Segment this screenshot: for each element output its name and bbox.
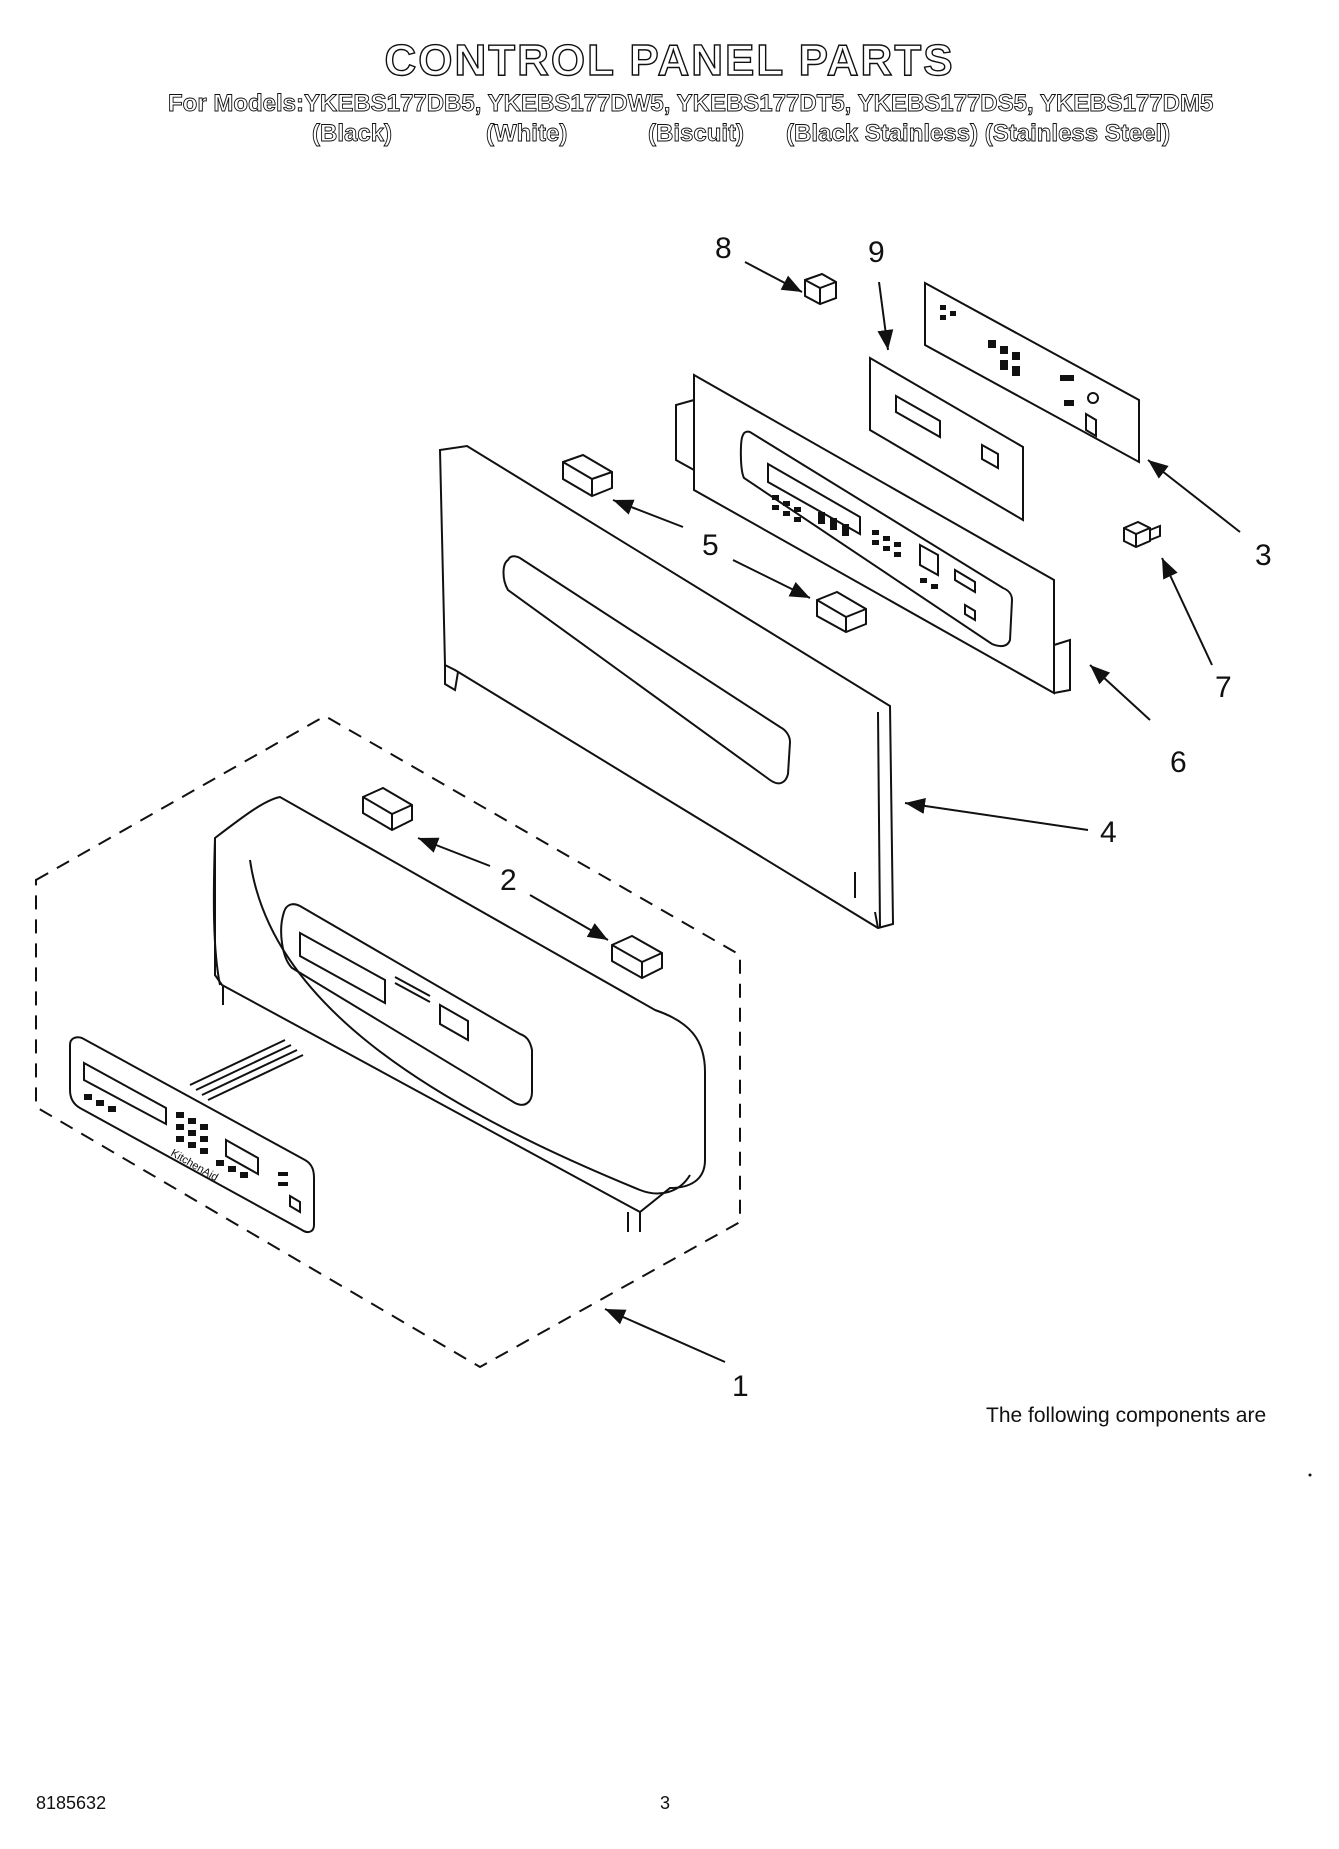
control-housing-part-1 (212, 795, 706, 1232)
stray-dot (1308, 1473, 1312, 1477)
leader-6 (1089, 664, 1151, 721)
keypad-overlay (69, 1036, 315, 1234)
overlay-plate-part-9 (869, 356, 1024, 522)
color-stainless: (Black Stainless) (Stainless Steel) (786, 120, 1171, 148)
control-board-part-3 (924, 281, 1140, 464)
callout-8: 8 (715, 232, 732, 265)
leader-8 (744, 261, 803, 293)
standoff-part-7 (1123, 520, 1161, 549)
leader-5b (732, 559, 811, 599)
bracket-part-5 (562, 453, 613, 498)
leader-3 (1147, 459, 1241, 533)
callout-3: 3 (1255, 539, 1272, 572)
leader-2a (417, 837, 491, 867)
overlay-brand-text: KitchenAid (169, 1147, 221, 1184)
callout-6: 6 (1170, 746, 1187, 779)
leader-9 (877, 281, 894, 351)
spacer-part-8 (804, 272, 837, 306)
leader-5a (612, 499, 684, 528)
page-title: CONTROL PANEL PARTS (384, 35, 955, 85)
board-components (940, 305, 1074, 406)
leader-2b (529, 894, 609, 941)
callout-9: 9 (868, 236, 885, 269)
leader-4 (904, 798, 1089, 831)
callout-4: 4 (1100, 816, 1117, 849)
control-panel-frame-part-4 (438, 444, 895, 930)
color-biscuit: (Biscuit) (648, 120, 745, 148)
bracket-part-2b (611, 934, 663, 980)
callout-1: 1 (732, 1370, 749, 1403)
color-white: (White) (486, 120, 568, 148)
models-line: For Models:YKEBS177DB5, YKEBS177DW5, YKE… (168, 90, 1214, 118)
components-note: The following components are (986, 1404, 1267, 1427)
leader-7 (1161, 557, 1213, 666)
document-number: 8185632 (36, 1793, 107, 1813)
keypad-buttons (84, 1094, 288, 1186)
callout-2: 2 (500, 864, 517, 897)
bracket-part-2 (362, 786, 413, 832)
callout-7: 7 (1215, 671, 1232, 704)
panel-insert-part-6 (675, 373, 1071, 695)
leader-1 (604, 1308, 726, 1363)
bracket-part-5b (816, 590, 867, 634)
callout-5: 5 (702, 529, 719, 562)
color-black: (Black) (312, 120, 393, 148)
assembly-boundary (35, 714, 741, 1369)
insert-buttons (772, 495, 938, 589)
page-number: 3 (660, 1793, 671, 1813)
